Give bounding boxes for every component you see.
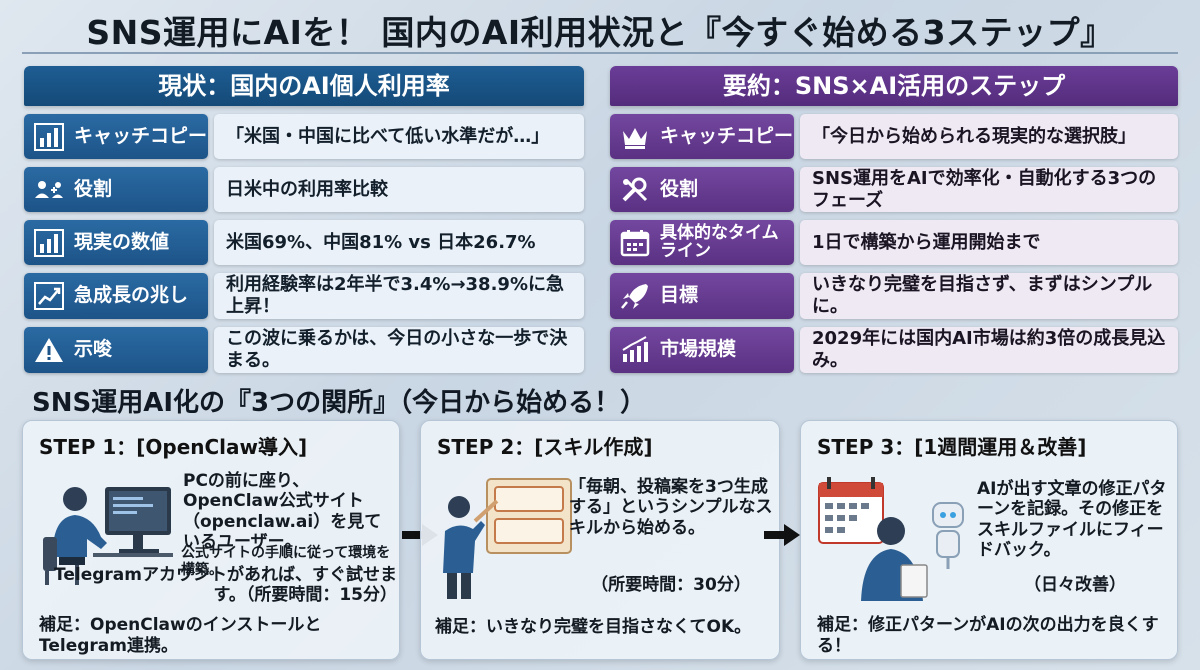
- step-1-sub: 公式サイトの手順に従って環境を構築。: [181, 545, 391, 578]
- step-3-note: 補足：修正パターンがAIの次の出力を良くする！: [817, 615, 1159, 657]
- calendar-person-robot-icon: [818, 477, 964, 601]
- step-2-title: STEP 2：[スキル作成]: [437, 435, 653, 459]
- current-status-panel: 現状：国内のAI個人利用率 キャッチコピー 「米国・中国に比べて低い水準だが…」…: [24, 66, 584, 373]
- step-2-note: 補足：いきなり完璧を目指さなくてOK。: [435, 617, 752, 637]
- right-panel-header: 要約：SNS×AI活用のステップ: [610, 66, 1178, 106]
- warning-icon: [32, 335, 66, 365]
- tools-icon: [618, 175, 652, 205]
- left-panel-header: 現状：国内のAI個人利用率: [24, 66, 584, 106]
- bar-chart-icon: [32, 122, 66, 152]
- right-row-market: 市場規模 2029年には国内AI市場は約3倍の成長見込み。: [610, 327, 1178, 373]
- step-2-time: （所要時間：30分）: [591, 575, 751, 595]
- right-row-catchcopy: キャッチコピー 「今日から始められる現実的な選択肢」: [610, 114, 1178, 159]
- left-row-numbers: 現実の数値 米国69%、中国81% vs 日本26.7%: [24, 220, 584, 265]
- step-3-title: STEP 3：[1週間運用＆改善]: [817, 435, 1087, 459]
- steps-section-title: SNS運用AI化の『3つの関所』（今日から始める！）: [32, 388, 647, 418]
- right-row-timeline: 具体的なタイムライン 1日で構築から運用開始まで: [610, 220, 1178, 265]
- step-1-note: 補足：OpenClawのインストールとTelegram連携。: [39, 615, 322, 657]
- step-1-description: PCの前に座り、OpenClaw公式サイト（openclaw.ai）を見ているユ…: [183, 471, 382, 553]
- step-1-card: STEP 1：[OpenClaw導入] PCの前に座り、OpenClaw公式サイ…: [22, 420, 400, 660]
- crown-icon: [618, 122, 652, 152]
- growth-chart-icon: [618, 335, 652, 365]
- page-title: SNS運用にAIを！ 国内のAI利用状況と『今すぐ始める3ステップ』: [86, 13, 1114, 52]
- step-3-card: STEP 3：[1週間運用＆改善] AIが出す文章の修正パターンを記録。その修正…: [800, 420, 1178, 660]
- step-3-description: AIが出す文章の修正パターンを記録。その修正をスキルファイルにフィードバック。: [977, 479, 1167, 561]
- left-row-catchcopy: キャッチコピー 「米国・中国に比べて低い水準だが…」: [24, 114, 584, 159]
- calendar-icon: [618, 228, 652, 258]
- right-row-goal: 目標 いきなり完璧を目指さず、まずはシンプルに。: [610, 273, 1178, 319]
- left-row-implication: 示唆 この波に乗るかは、今日の小さな一歩で決まる。: [24, 327, 584, 373]
- bar-chart-icon: [32, 228, 66, 258]
- rocket-icon: [618, 281, 652, 311]
- left-row-growth: 急成長の兆し 利用経験率は2年半で3.4%→38.9%に急上昇！: [24, 273, 584, 319]
- person-at-computer-icon: [43, 487, 173, 585]
- right-row-role: 役割 SNS運用をAIで効率化・自動化する3つのフェーズ: [610, 167, 1178, 212]
- left-row-role: 役割 日米中の利用率比較: [24, 167, 584, 212]
- step-1-description-2: Telegramアカウントがあれば、すぐ試せます。（所要時間：15分）: [54, 565, 397, 606]
- title-divider: [22, 52, 1178, 54]
- step-1-title: STEP 1：[OpenClaw導入]: [39, 435, 308, 459]
- arrow-right-icon: [764, 524, 800, 546]
- step-2-description: 「毎朝、投稿案を3つ生成する」というシンプルなスキルから始める。: [569, 477, 773, 538]
- summary-panel: 要約：SNS×AI活用のステップ キャッチコピー 「今日から始められる現実的な選…: [610, 66, 1178, 373]
- trend-up-icon: [32, 281, 66, 311]
- step-3-daily: （日々改善）: [1024, 575, 1126, 595]
- step-2-card: STEP 2：[スキル作成] 「毎朝、投稿案を3つ生成する」というシンプルなスキ…: [420, 420, 780, 660]
- people-icon: [32, 175, 66, 205]
- person-presenting-icon: [443, 478, 572, 599]
